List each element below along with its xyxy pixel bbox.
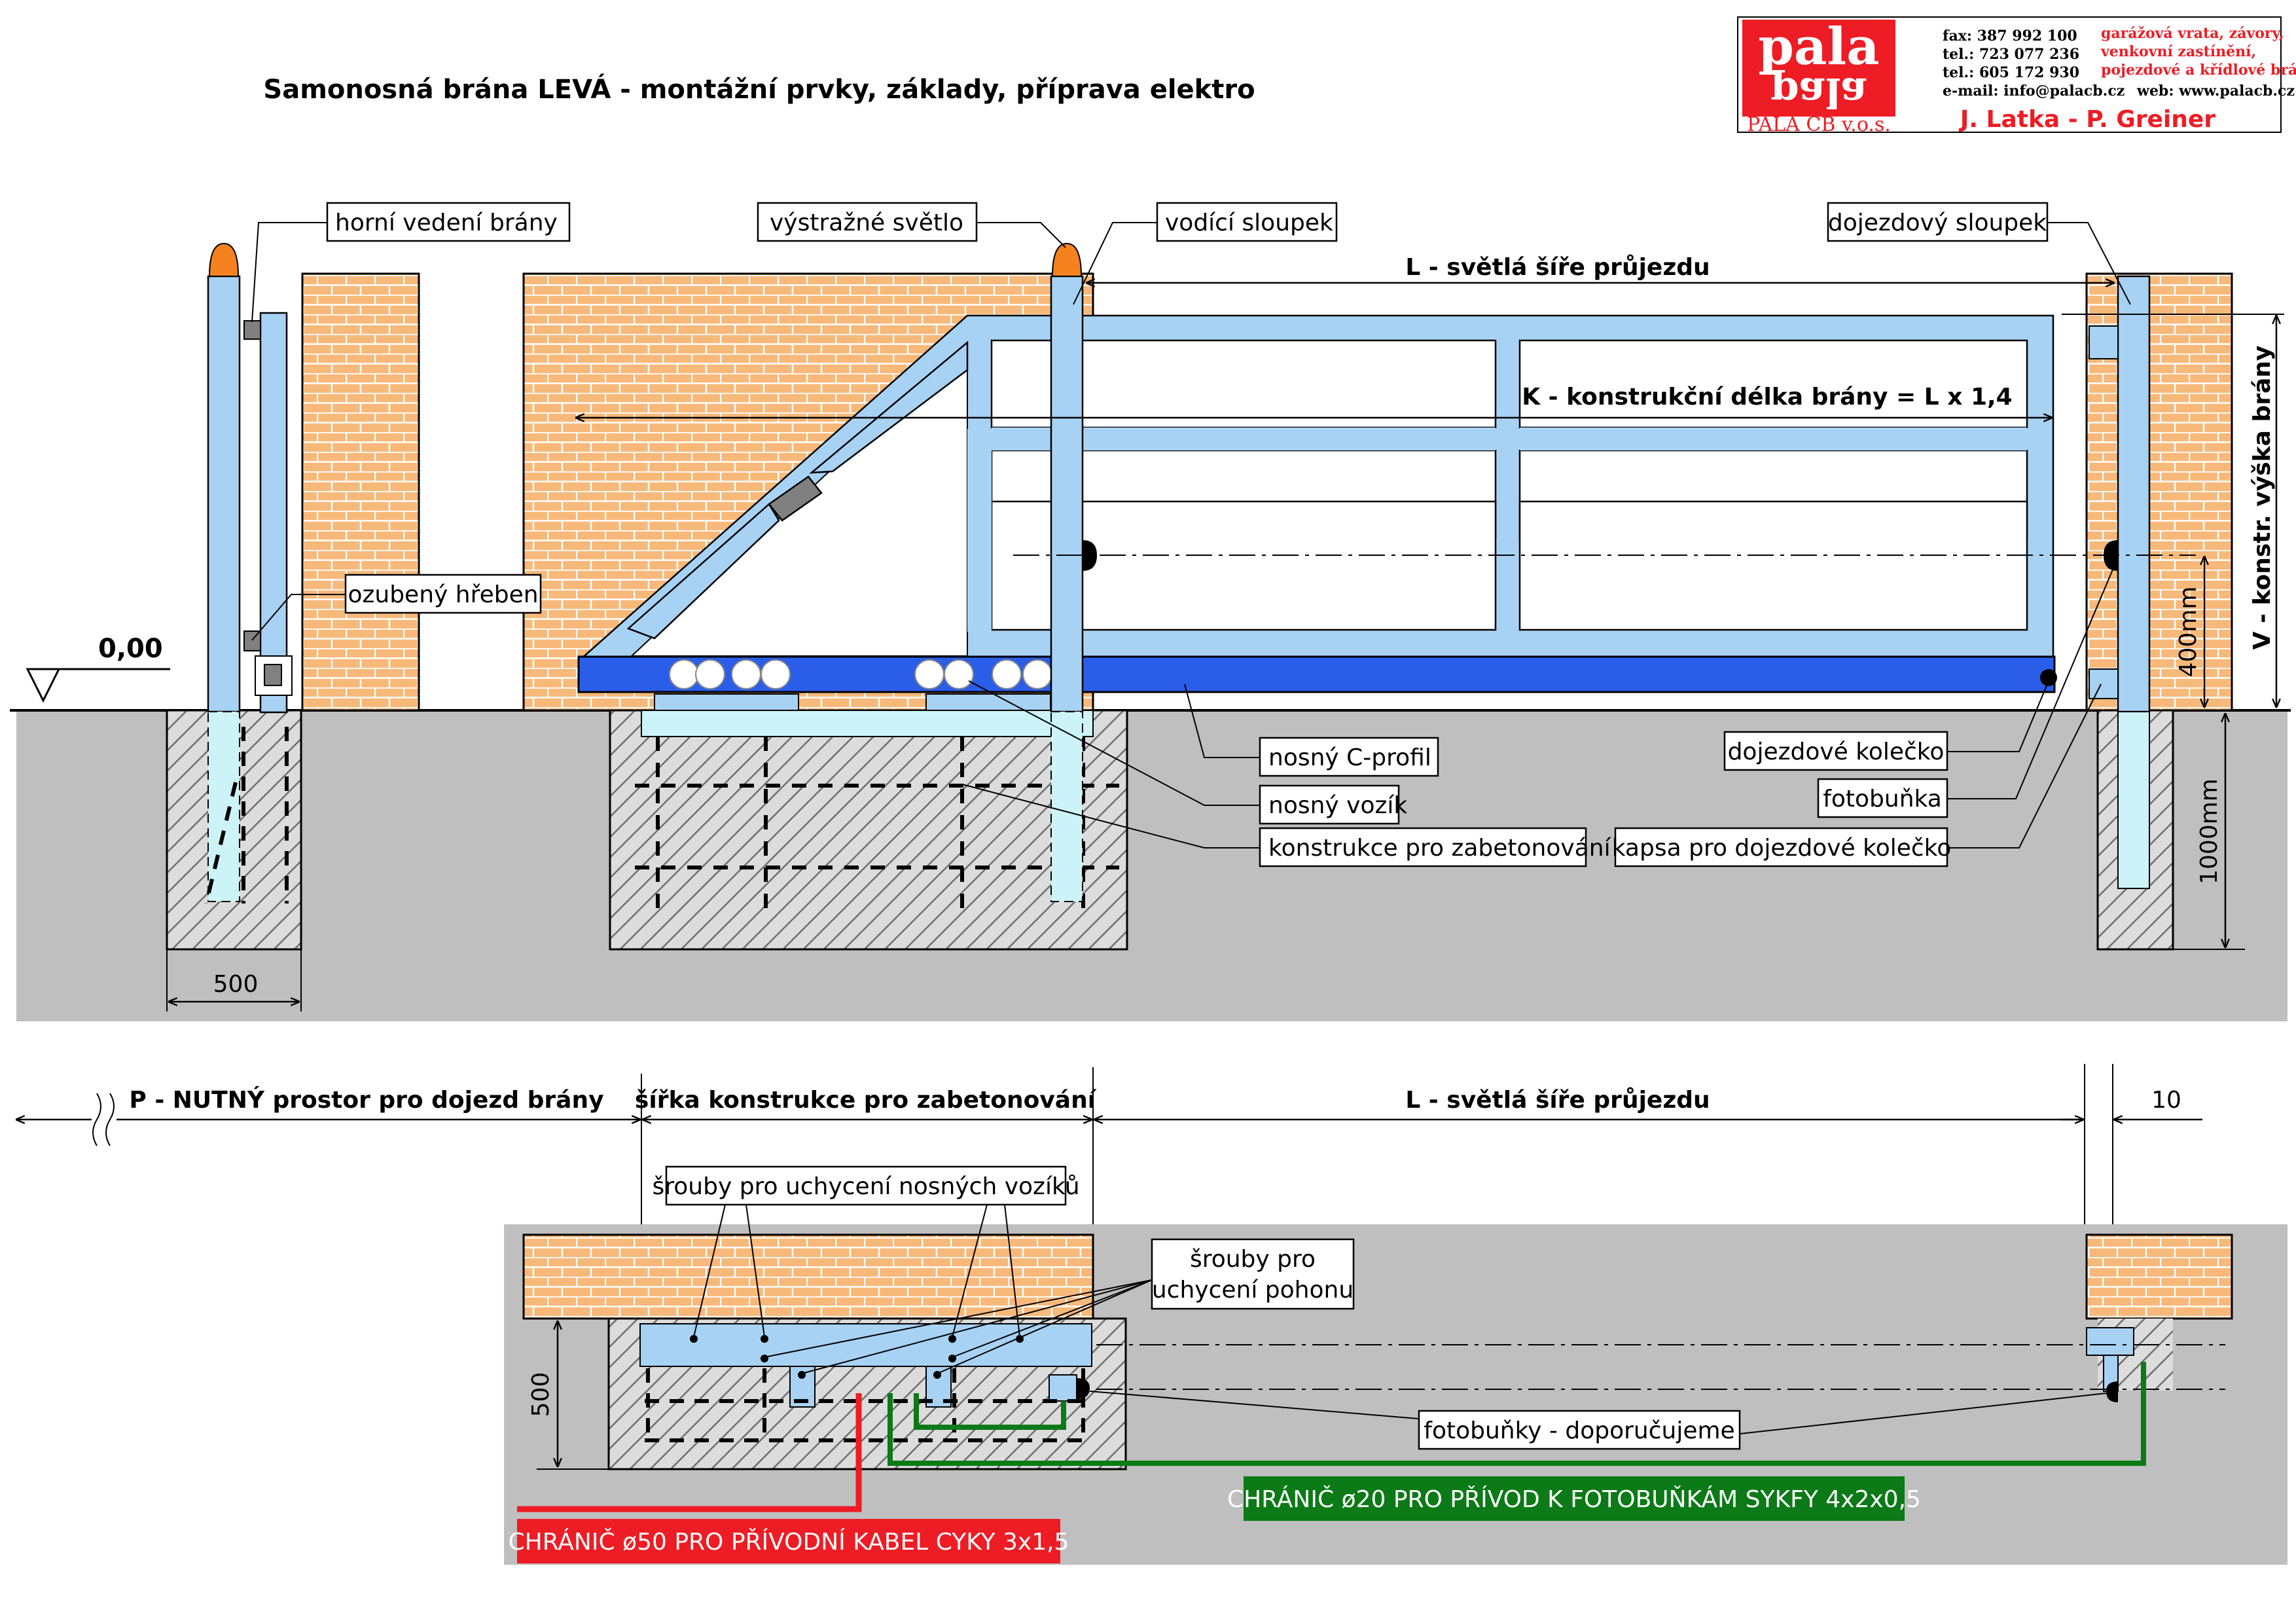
svg-text:ozubený hřeben: ozubený hřeben	[348, 581, 538, 608]
company-product-2: venkovní zastínění,	[2100, 43, 2256, 60]
dim-L-label: L - světlá šíře průjezdu	[1405, 254, 1710, 281]
company-product-3: pojezdové a křídlové brány	[2101, 62, 2296, 79]
plan-dim-width: šířka konstrukce pro zabetonování	[635, 1087, 1097, 1114]
svg-text:CHRÁNIČ ø20 PRO PŘÍVOD K FOTOB: CHRÁNIČ ø20 PRO PŘÍVOD K FOTOBUŇKÁM SYKF…	[1227, 1486, 1921, 1513]
guide-post-footing	[1050, 711, 1083, 902]
logo-top: pala	[1758, 17, 1879, 77]
callout-upper-guide: horní vedení brány	[251, 202, 571, 323]
conduit-green-branch	[914, 1393, 1066, 1430]
level-value: 0,00	[98, 634, 163, 664]
company-owners: J. Latka - P. Greiner	[1958, 106, 2215, 133]
left-wheel-detail	[264, 664, 282, 686]
level-marker	[26, 668, 170, 703]
concrete-structure	[641, 693, 1094, 737]
end-post-footing	[2117, 711, 2150, 889]
company-tel2: tel.: 605 172 930	[1943, 64, 2079, 81]
upper-guide-bracket	[243, 320, 261, 340]
callout-warning-light: výstražné světlo	[757, 202, 1066, 248]
plan-dim-500: 500	[528, 1372, 554, 1417]
plan-photocell-box	[1049, 1374, 1077, 1402]
foundation-center	[609, 709, 1128, 951]
plan-axis-lines	[1096, 1344, 2225, 1390]
svg-text:kapsa pro dojezdové kolečko: kapsa pro dojezdové kolečko	[1612, 835, 1952, 862]
warning-lamp	[1051, 242, 1083, 277]
end-post-bracket-top	[2089, 325, 2119, 359]
label-conduit-green: CHRÁNIČ ø20 PRO PŘÍVOD K FOTOBUŇKÁM SYKF…	[1227, 1476, 1921, 1521]
plan-steel-beam	[639, 1323, 1092, 1367]
plan-pillar-right	[2085, 1233, 2233, 1320]
company-fax: fax: 387 992 100	[1943, 27, 2077, 45]
plan-dim-10: 10	[2151, 1087, 2181, 1114]
svg-text:uchycení pohonu: uchycení pohonu	[1152, 1277, 1354, 1304]
company-block: pala pala PALA CB v.o.s. fax: 387 992 10…	[1737, 16, 2296, 136]
svg-text:nosný C-profil: nosný C-profil	[1268, 744, 1431, 771]
svg-text:CHRÁNIČ ø50 PRO PŘÍVODNÍ KABEL: CHRÁNIČ ø50 PRO PŘÍVODNÍ KABEL CYKY 3x1,…	[509, 1528, 1069, 1556]
callout-end-post: dojezdový sloupek	[1827, 202, 2131, 305]
wheel-pocket	[2089, 668, 2119, 699]
plan-photocell-left	[1077, 1378, 1090, 1399]
guide-post	[1050, 275, 1084, 713]
conduit-green-line	[888, 1362, 2146, 1466]
warning-lamp-left	[208, 242, 240, 277]
svg-text:konstrukce pro zabetonování: konstrukce pro zabetonování	[1268, 835, 1611, 862]
callout-wheel-pocket: kapsa pro dojezdové kolečko	[1612, 684, 2102, 867]
dim-K-label: K - konstrukční délka brány = L x 1,4	[1522, 384, 2012, 410]
end-post	[2117, 275, 2151, 713]
end-wheel	[2040, 669, 2057, 686]
label-conduit-red: CHRÁNIČ ø50 PRO PŘÍVODNÍ KABEL CYKY 3x1,…	[509, 1519, 1069, 1563]
brick-pillar-left	[301, 272, 420, 712]
svg-text:dojezdové kolečko: dojezdové kolečko	[1728, 739, 1945, 765]
callout-end-wheel: dojezdové kolečko	[1723, 680, 2049, 771]
c-profile	[577, 655, 2056, 693]
svg-text:výstražné světlo: výstražné světlo	[770, 210, 963, 236]
page-title: Samonosná brána LEVÁ - montážní prvky, z…	[263, 73, 1255, 105]
dim-V-label: V - konstr. výška brány	[2249, 346, 2276, 650]
plan-structure-dashes	[645, 1368, 1086, 1442]
plan-wall	[522, 1233, 1094, 1320]
dim-500e-label: 500	[213, 971, 259, 998]
company-tel1: tel.: 723 077 236	[1943, 46, 2079, 63]
plan-dim-P: P - NUTNÝ prostor pro dojezd brány	[129, 1085, 603, 1114]
left-post	[207, 275, 241, 713]
carriage-left	[669, 659, 791, 689]
callout-bolts-carriage: šrouby pro uchycení nosných vozíků	[652, 1165, 1080, 1338]
svg-text:nosný vozík: nosný vozík	[1268, 792, 1407, 819]
company-product-1: garážová vrata, závory,	[2101, 25, 2284, 42]
svg-text:fotobuňka: fotobuňka	[1823, 786, 1942, 812]
callout-photocell: fotobuňka	[1817, 569, 2113, 818]
callout-bolts-drive: šrouby pro uchycení pohonu	[764, 1238, 1355, 1374]
svg-text:fotobuňky - doporučujeme: fotobuňky - doporučujeme	[1424, 1417, 1734, 1444]
dim-1000-label: 1000mm	[2196, 778, 2223, 884]
callout-photocells: fotobuňky - doporučujeme	[1089, 1391, 2107, 1450]
left-post-footing	[207, 711, 240, 902]
callout-carriage: nosný vozík	[968, 680, 1407, 825]
company-firm: PALA CB v.o.s.	[1747, 113, 1891, 136]
left-footing-dashes	[204, 727, 289, 904]
svg-text:horní vedení brány: horní vedení brány	[335, 210, 558, 236]
svg-text:dojezdový sloupek: dojezdový sloupek	[1828, 210, 2047, 236]
plan-photocell-right	[2106, 1381, 2118, 1402]
company-logo	[1742, 20, 1895, 117]
plan-endpost	[2086, 1327, 2134, 1356]
callout-concrete-structure: konstrukce pro zabetonování	[961, 784, 1611, 867]
callout-rack: ozubený hřeben	[251, 574, 542, 641]
gate-frame	[577, 314, 2054, 661]
logo-bottom: pala	[1770, 69, 1867, 117]
callout-c-profile: nosný C-profil	[1184, 684, 1439, 777]
callout-guide-post: vodící sloupek	[1073, 202, 1338, 305]
svg-text:šrouby pro: šrouby pro	[1190, 1246, 1316, 1273]
upper-guide-post	[259, 312, 288, 714]
svg-text:vodící sloupek: vodící sloupek	[1165, 210, 1333, 236]
dim-400-label: 400mm	[2175, 587, 2202, 678]
carriage-right	[914, 659, 1052, 689]
conduit-red-line	[517, 1393, 862, 1512]
company-web: web: www.palacb.cz	[2136, 82, 2295, 100]
plan-dim-L: L - světlá šíře průjezdu	[1405, 1087, 1710, 1114]
company-email: e-mail: info@palacb.cz	[1943, 82, 2125, 100]
svg-text:šrouby pro uchycení nosných vo: šrouby pro uchycení nosných vozíků	[652, 1173, 1079, 1200]
